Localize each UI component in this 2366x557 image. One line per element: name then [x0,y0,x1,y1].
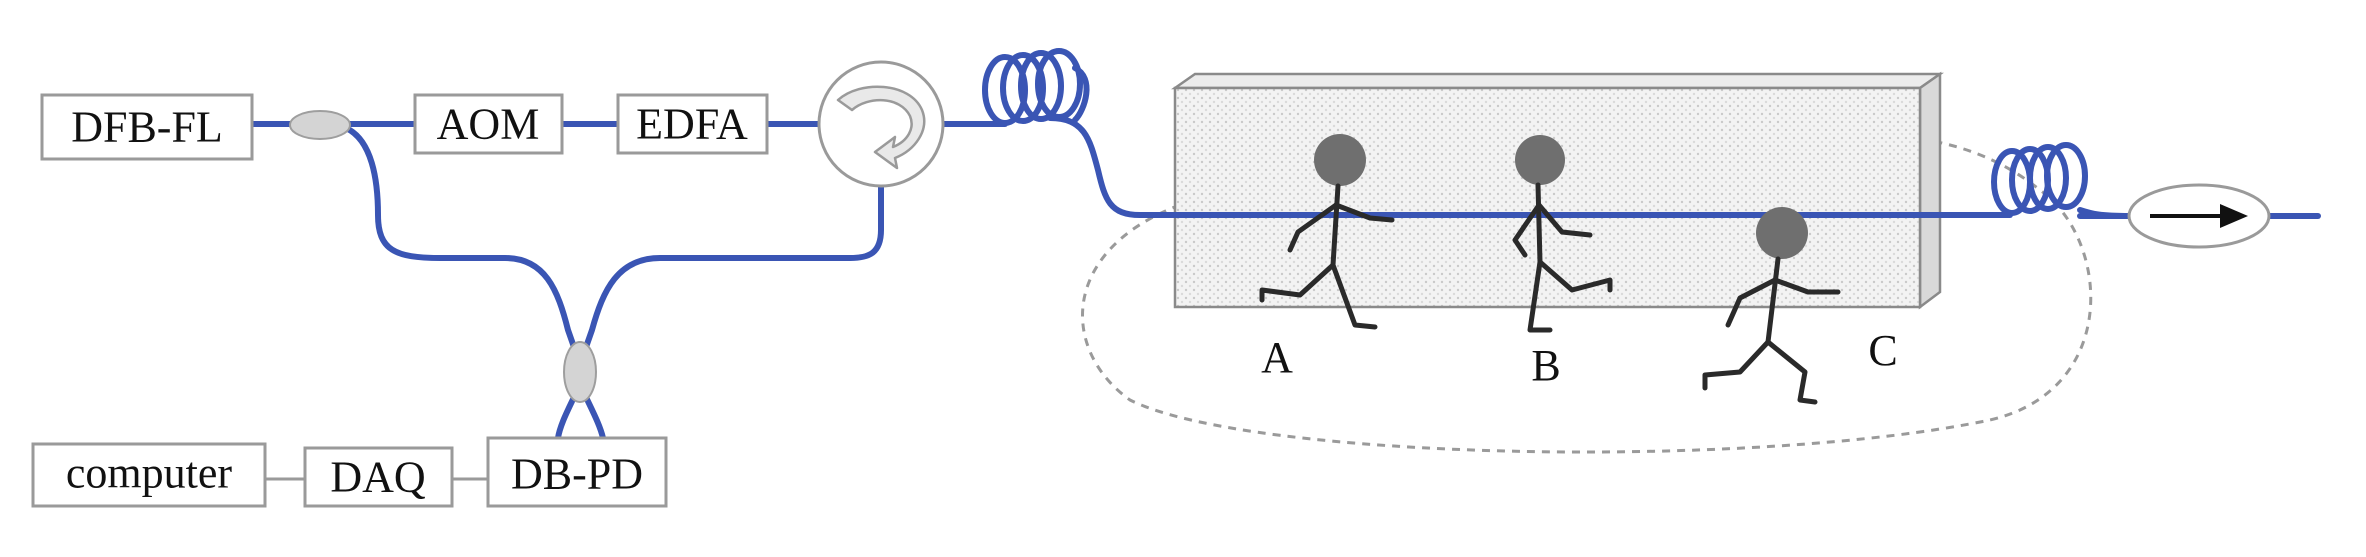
fiber-circulator-return [582,183,884,353]
db-pd-box: DB-PD [486,436,668,508]
coupler-bottom [563,341,597,403]
daq-box: DAQ [303,446,454,508]
dfb-fl-label: DFB-FL [71,103,223,152]
daq-label: DAQ [330,453,426,502]
sensing-zone-boundary [1081,133,2093,454]
edfa-label: EDFA [636,100,748,149]
dfb-fl-box: DFB-FL [40,93,254,161]
isolator [2127,183,2271,249]
computer-label: computer [66,449,233,498]
fiber-coupler-branch [343,125,578,353]
wall [1171,71,1944,310]
computer-box: computer [31,442,267,508]
aom-label: AOM [437,100,540,149]
person-c-label: C [1868,326,1897,375]
fiber-coil-2 [1991,142,2133,219]
person-b: B [1512,135,1613,390]
coupler-top [289,110,351,140]
edfa-box: EDFA [616,93,769,155]
isolator-arrow-icon [2220,204,2248,228]
circulator [817,60,945,188]
fiber-detector-left [555,392,578,441]
person-a-label: A [1261,333,1293,382]
aom-box: AOM [413,93,564,155]
fiber-detector-right [582,392,606,441]
fiber-coil-1 [982,48,1193,218]
person-b-label: B [1531,341,1560,390]
db-pd-label: DB-PD [511,450,643,499]
person-a: A [1259,134,1395,382]
person-c: C [1702,207,1898,405]
circulator-arrow-icon [836,85,926,170]
